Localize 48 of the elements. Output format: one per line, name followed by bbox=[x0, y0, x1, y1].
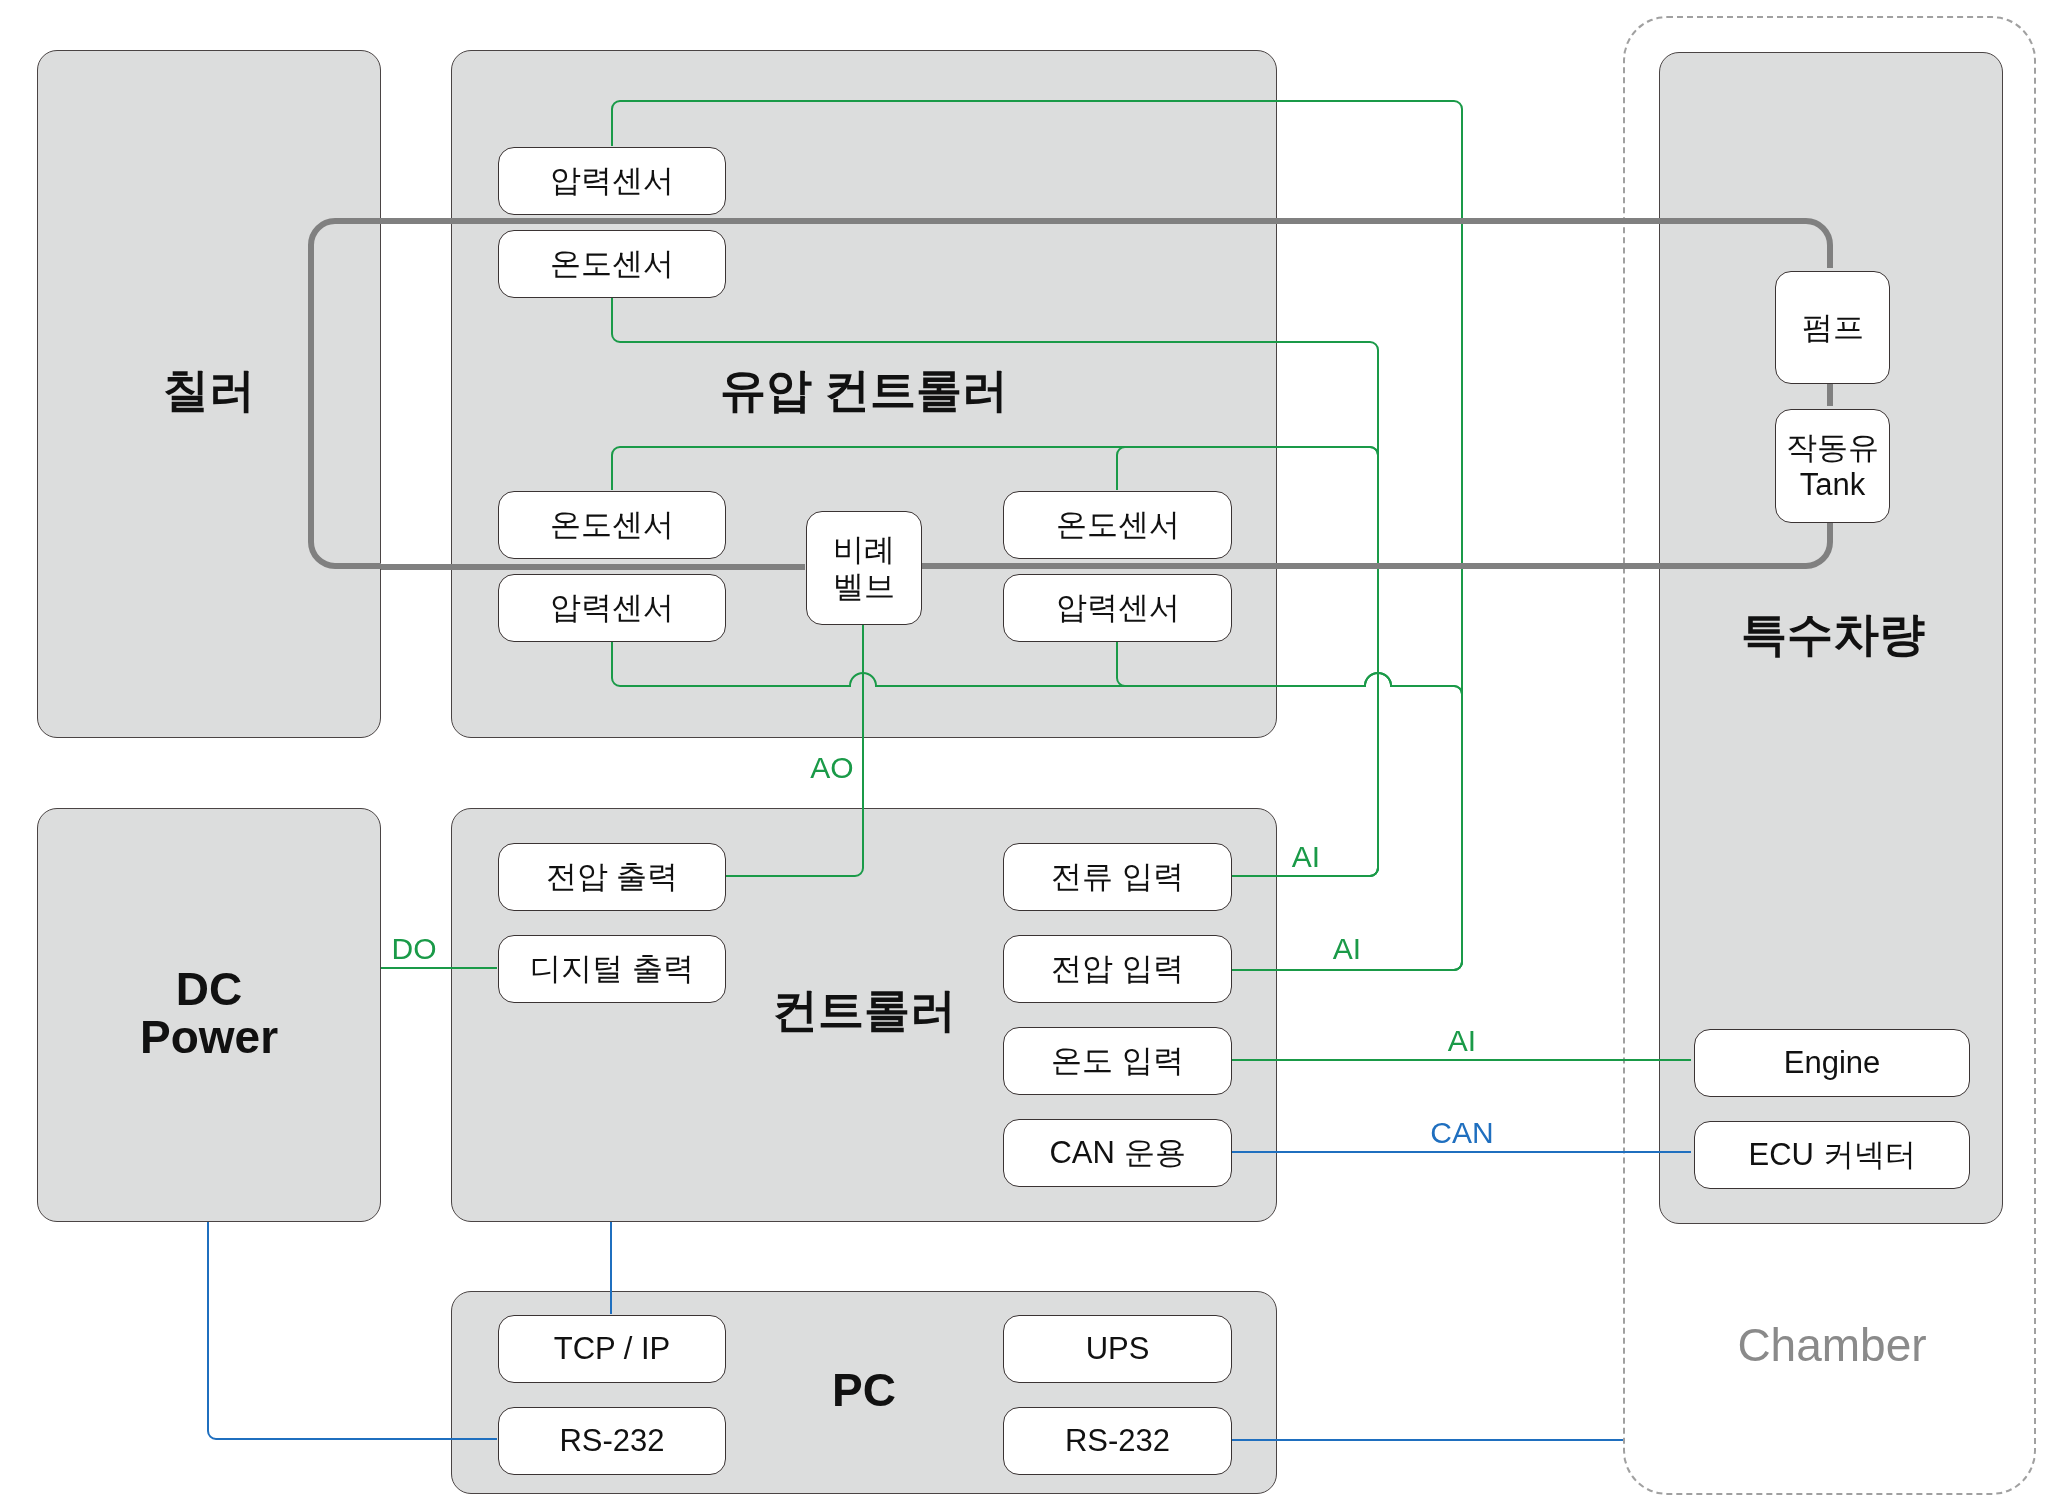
system-panel bbox=[37, 50, 381, 738]
component-box: TCP / IP bbox=[498, 1315, 726, 1383]
panel-title: 칠러 bbox=[163, 365, 255, 415]
connector-line bbox=[1230, 1059, 1692, 1061]
component-box: Engine bbox=[1694, 1029, 1970, 1097]
component-box: ECU 커넥터 bbox=[1694, 1121, 1970, 1189]
system-panel bbox=[1659, 52, 2003, 1224]
connector-line bbox=[380, 967, 498, 969]
panel-title: 유압 컨트롤러 bbox=[719, 365, 1009, 415]
component-box: 압력센서 bbox=[1003, 574, 1232, 642]
component-box: 온도 입력 bbox=[1003, 1027, 1232, 1095]
component-box: 작동유 Tank bbox=[1775, 409, 1890, 523]
pipe-line bbox=[381, 218, 1833, 268]
component-box: UPS bbox=[1003, 1315, 1232, 1383]
system-panel bbox=[37, 808, 381, 1222]
component-box: CAN 운용 bbox=[1003, 1119, 1232, 1187]
connector-line bbox=[207, 1221, 498, 1440]
component-box: 압력센서 bbox=[498, 574, 726, 642]
component-box: 온도센서 bbox=[498, 491, 726, 559]
component-box: 압력센서 bbox=[498, 147, 726, 215]
component-box: 전류 입력 bbox=[1003, 843, 1232, 911]
component-box: 전압 출력 bbox=[498, 843, 726, 911]
component-box: RS-232 bbox=[498, 1407, 726, 1475]
pipe-line bbox=[921, 520, 1833, 569]
panel-title: 컨트롤러 bbox=[772, 985, 956, 1035]
component-box: 온도센서 bbox=[498, 230, 726, 298]
system-panel bbox=[451, 808, 1277, 1222]
component-box: 전압 입력 bbox=[1003, 935, 1232, 1003]
connector-line bbox=[1230, 1151, 1692, 1153]
connector-line bbox=[1116, 446, 1379, 877]
connector-line bbox=[1230, 1439, 1624, 1441]
panel-title: Chamber bbox=[1737, 1320, 1927, 1370]
connector-line bbox=[724, 623, 864, 877]
component-box: 디지털 출력 bbox=[498, 935, 726, 1003]
component-box: 펌프 bbox=[1775, 271, 1890, 384]
pipe-line bbox=[1827, 381, 1833, 406]
system-panel bbox=[451, 50, 1277, 738]
connector-line bbox=[1116, 640, 1463, 971]
pipe-line bbox=[381, 564, 805, 570]
panel-title: 특수차량 bbox=[1741, 609, 1925, 659]
component-box: 온도센서 bbox=[1003, 491, 1232, 559]
chamber-boundary bbox=[1623, 16, 2036, 1495]
component-box: 비례벨브 bbox=[806, 511, 922, 625]
system-panel bbox=[451, 1291, 1277, 1494]
panel-title: DC Power bbox=[140, 964, 278, 1062]
panel-title: PC bbox=[832, 1365, 896, 1415]
connector-line bbox=[610, 1221, 612, 1315]
component-box: RS-232 bbox=[1003, 1407, 1232, 1475]
